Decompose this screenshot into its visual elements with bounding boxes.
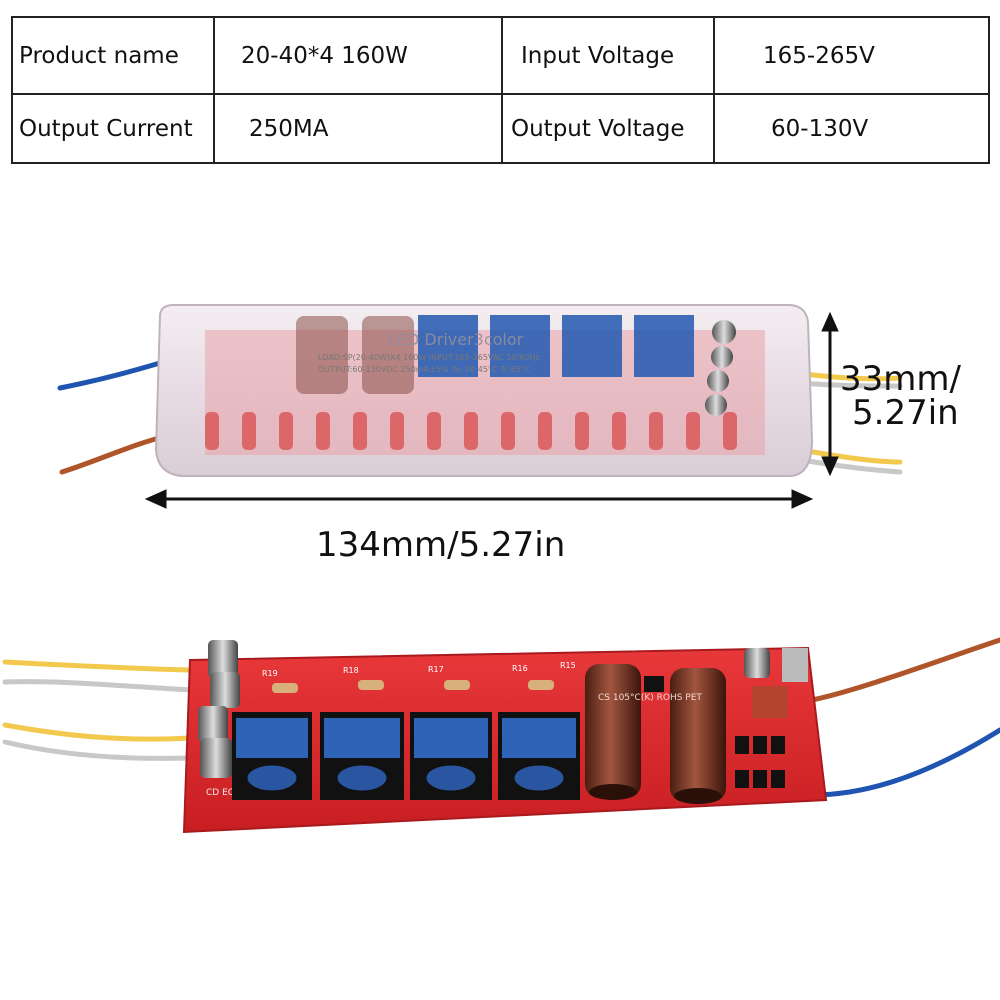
transformer-4 — [634, 315, 694, 377]
small-cap-label: CD ECO — [206, 788, 241, 798]
resistor-label-2: R18 — [343, 666, 359, 675]
enclosure: LED Driver3color LOAD:SP(20-40W)X4 160W … — [154, 304, 814, 477]
resistor-label-4: R16 — [512, 664, 528, 673]
small-cap-right — [744, 648, 770, 678]
small-cap-3 — [198, 706, 228, 742]
resistor-label-1: R19 — [262, 669, 278, 678]
resistor-label-3: R17 — [428, 665, 444, 674]
input-voltage-label: Input Voltage — [501, 16, 715, 95]
small-cap-4 — [200, 738, 232, 778]
spec-row-1: Product name 20-40*4 160W Input Voltage … — [11, 16, 990, 95]
length-arrow — [144, 489, 814, 509]
pcb-transformers — [232, 712, 580, 800]
transformer-2 — [490, 315, 550, 377]
enclosure-load-text: LOAD:SP(20-40W)X4 160W INPUT:165-265VAC … — [318, 353, 540, 362]
height-dimension-line2: 5.27in — [852, 393, 959, 433]
length-dimension-label: 134mm/5.27in — [316, 525, 566, 565]
height-dimension-line1: 33mm/ — [840, 359, 961, 399]
transformer-3 — [562, 315, 622, 377]
enclosure-brand-text: LED Driver3color — [388, 330, 524, 349]
ic-chip — [644, 676, 664, 692]
small-cap-1 — [208, 640, 238, 678]
enclosure-output-text: OUTPUT:60-130VDC 250mA±5% Ta:-20 45°C Tc… — [318, 365, 531, 374]
pcb-board: CD ECO R19 R18 R17 R16 R15 — [182, 640, 828, 834]
product-name-label: Product name — [11, 16, 215, 95]
large-caps: CS 105°C(K) ROHS PET — [585, 664, 726, 804]
output-current-label: Output Current — [11, 93, 215, 164]
height-arrow — [821, 311, 839, 477]
resistor-label-5: R15 — [560, 661, 576, 670]
product-name-value: 20-40*4 160W — [213, 16, 503, 95]
spec-table: Product name 20-40*4 160W Input Voltage … — [11, 16, 990, 164]
output-voltage-label: Output Voltage — [501, 93, 715, 164]
small-cap-2 — [210, 672, 240, 708]
diodes — [735, 736, 785, 788]
transformer-1 — [418, 315, 478, 377]
large-cap-label: CS 105°C(K) ROHS PET — [598, 693, 702, 703]
fuse-block — [752, 686, 788, 718]
height-dimension-label: 33mm/ 5.27in — [840, 362, 961, 430]
input-voltage-value: 165-265V — [713, 16, 990, 95]
pcb-wires — [2, 637, 1000, 798]
connector-block — [782, 648, 808, 682]
spec-row-2: Output Current 250MA Output Voltage 60-1… — [11, 93, 990, 164]
output-voltage-value: 60-130V — [713, 93, 990, 164]
resistors — [272, 680, 554, 693]
output-current-value: 250MA — [213, 93, 503, 164]
